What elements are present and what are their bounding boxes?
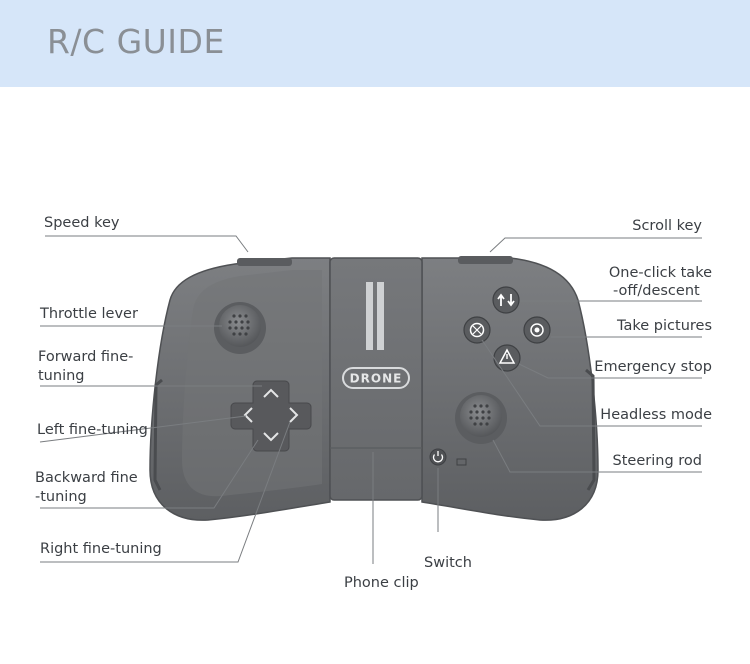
- headless-mode-button: [463, 316, 491, 344]
- brand-text: DRONE: [350, 372, 403, 386]
- label-one-click-takeoff: One-click take: [608, 265, 712, 281]
- left-grip: [149, 257, 331, 521]
- take-pictures-button: [523, 316, 551, 344]
- scroll-key: [458, 256, 513, 264]
- label-speed-key: Speed key: [44, 215, 120, 231]
- emergency-stop-button: [493, 344, 521, 372]
- brand-badge: [342, 367, 410, 389]
- speed-key: [237, 258, 292, 266]
- label-backward-fine-tuning: Backward fine: [35, 470, 138, 486]
- label-forward-fine-tuning-line2: tuning: [38, 368, 85, 384]
- label-right-fine-tuning: Right fine-tuning: [40, 541, 162, 557]
- power-switch: [429, 448, 467, 466]
- phone-clip: DRONE: [329, 257, 423, 501]
- label-take-pictures: Take pictures: [617, 318, 712, 334]
- leader-lines: [39, 235, 702, 564]
- label-forward-fine-tuning: Forward fine-: [38, 349, 134, 365]
- throttle-stick: [214, 302, 266, 354]
- label-headless-mode: Headless mode: [600, 407, 712, 423]
- steering-stick: [455, 392, 507, 444]
- page-title: R/C GUIDE: [47, 22, 225, 61]
- label-left-fine-tuning: Left fine-tuning: [37, 422, 148, 438]
- label-steering-rod: Steering rod: [612, 453, 702, 469]
- label-switch: Switch: [424, 555, 472, 571]
- takeoff-landing-button: [492, 286, 520, 314]
- label-emergency-stop: Emergency stop: [594, 359, 712, 375]
- label-one-click-takeoff-line2: -off/descent: [613, 283, 700, 299]
- label-backward-fine-tuning-line2: -tuning: [35, 489, 87, 505]
- header-bar: R/C GUIDE: [0, 0, 750, 87]
- dpad: [230, 380, 312, 452]
- label-phone-clip: Phone clip: [344, 575, 419, 591]
- label-scroll-key: Scroll key: [632, 218, 702, 234]
- label-throttle-lever: Throttle lever: [40, 306, 138, 322]
